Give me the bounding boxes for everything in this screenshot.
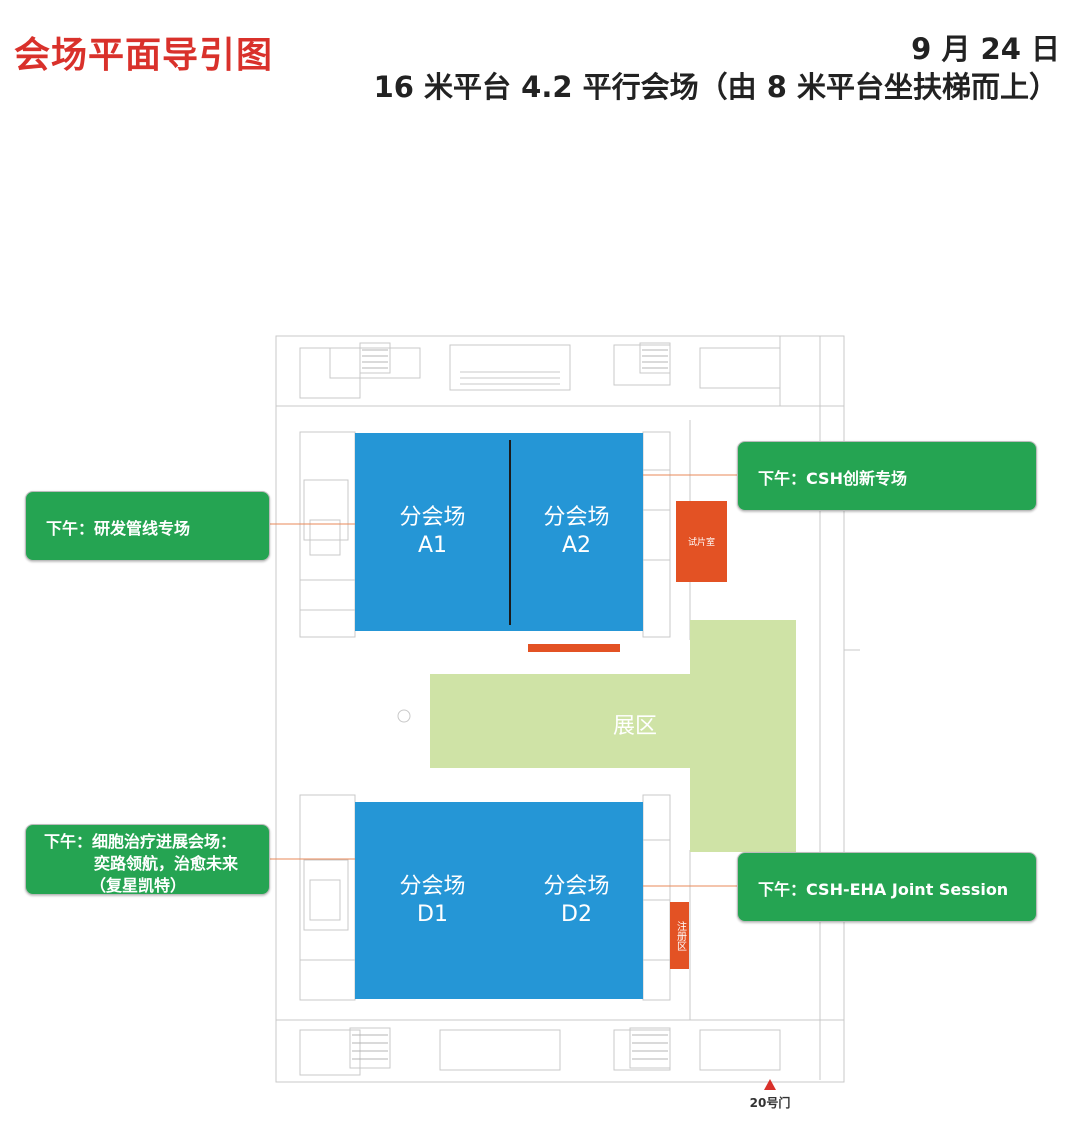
callout-d1-session[interactable]: 下午：细胞治疗进展会场： 奕路领航，治愈未来 （复星凯特） [25,824,270,895]
hall-a2-name: 分会场 [543,505,610,530]
hall-a2-code: A2 [561,533,592,558]
hall-a1-code: A1 [417,533,448,558]
hall-a-divider [509,440,511,625]
orange-strip [528,644,620,652]
callout-d1-line3: （复星凯特） [90,876,187,895]
callout-d2-text: 下午：CSH-EHA Joint Session [758,880,1009,899]
hall-a1[interactable]: 分会场 A1 [355,433,510,631]
callout-a1-text: 下午：研发管线专场 [46,519,191,538]
hall-d1-name: 分会场 [399,873,466,899]
hall-d1[interactable]: 分会场 D1 [355,802,510,999]
hall-a2[interactable]: 分会场 A2 [510,433,643,631]
callout-d2-session[interactable]: 下午：CSH-EHA Joint Session [737,852,1037,922]
hall-d2[interactable]: 分会场 D2 [510,802,643,999]
expo-area-horizontal [430,674,796,768]
callout-a2-text: 下午：CSH创新专场 [758,469,907,488]
registration-area[interactable]: 注册区 [670,902,689,969]
venue-subtitle: 16 米平台 4.2 平行会场（由 8 米平台坐扶梯而上） [373,70,1058,104]
event-date: 9 月 24 日 [911,32,1060,66]
trial-room[interactable]: 试片室 [676,501,727,582]
hall-d2-name: 分会场 [543,873,610,899]
callout-d1-line2: 奕路领航，治愈未来 [94,854,239,873]
callout-a2-session[interactable]: 下午：CSH创新专场 [737,441,1037,511]
entrance-label[interactable]: 20号门 [749,1096,791,1110]
callout-a1-session[interactable]: 下午：研发管线专场 [25,491,270,561]
entrance-marker-icon [764,1079,776,1090]
expo-area-label: 展区 [612,714,657,739]
hall-d1-code: D1 [417,901,448,927]
hall-a1-name: 分会场 [399,505,466,530]
callout-d1-line1: 下午：细胞治疗进展会场： [44,832,237,851]
page-title: 会场平面导引图 [14,35,274,76]
hall-d2-code: D2 [561,901,592,927]
